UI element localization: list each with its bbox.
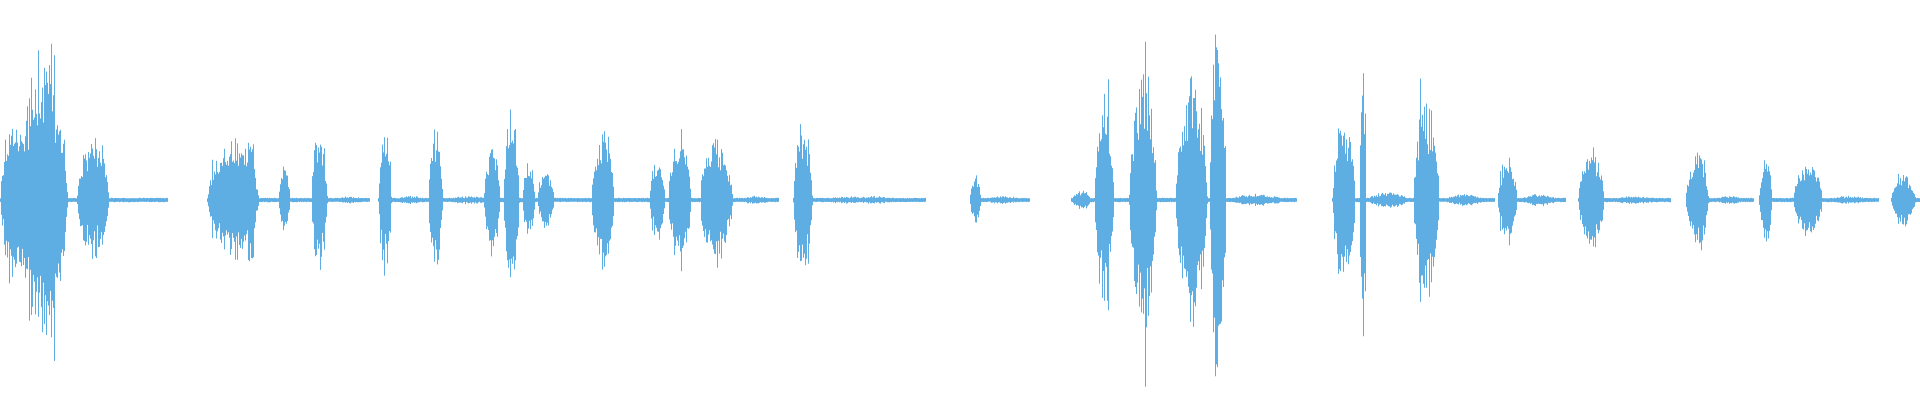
waveform-segment [1759, 160, 1879, 242]
waveform-segment [1498, 157, 1566, 246]
waveform-segment [1686, 152, 1754, 251]
waveform-segment [378, 137, 435, 276]
waveform-segment [793, 124, 926, 266]
waveform-segment [624, 129, 702, 272]
waveform-segment [1332, 73, 1495, 337]
waveform-segment [1578, 147, 1671, 248]
waveform-segment [0, 43, 168, 361]
waveform-segment [480, 109, 539, 278]
waveform-segment [1891, 173, 1920, 227]
waveform-segment [1071, 34, 1297, 387]
waveform-segment [701, 139, 779, 268]
waveform-segment [970, 175, 1030, 223]
waveform-segment [538, 131, 625, 270]
waveform-segment [207, 138, 370, 270]
